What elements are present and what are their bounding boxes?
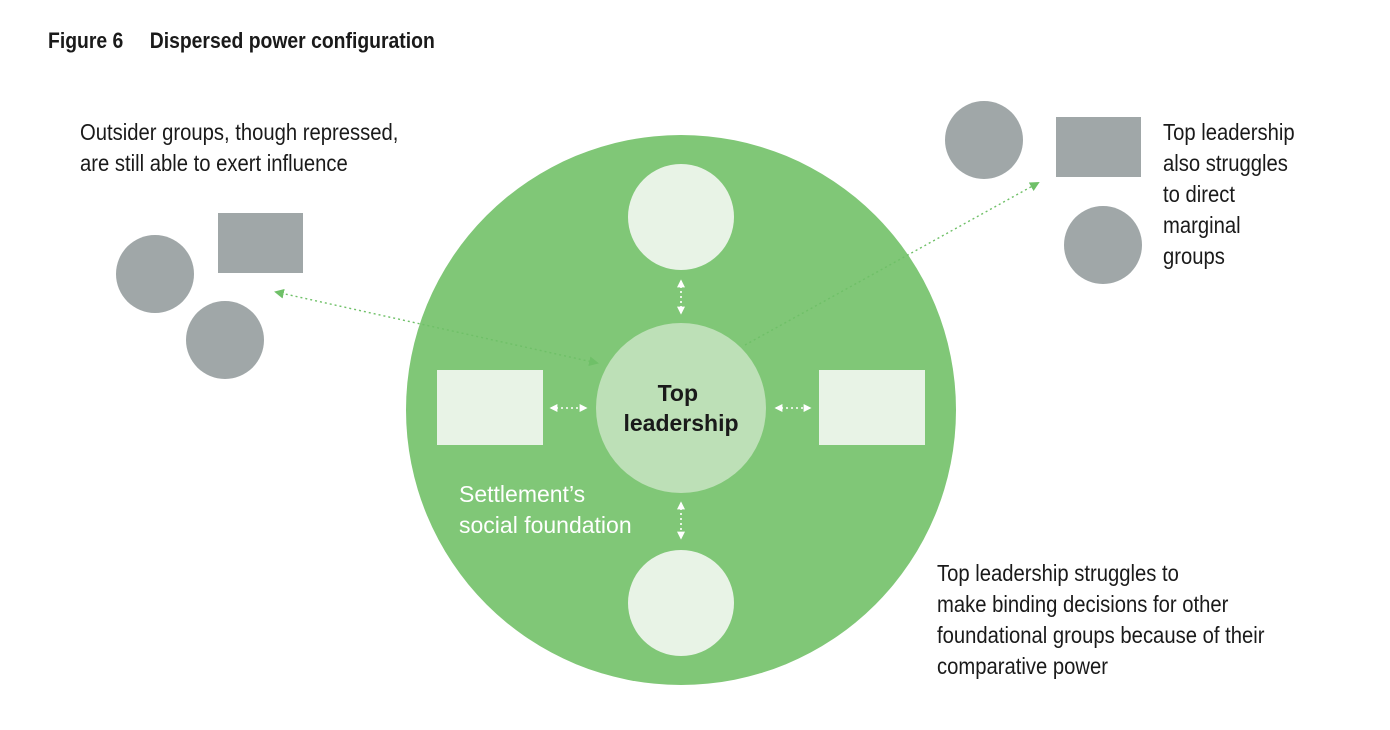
top-leadership-label-line-1: Top [658, 380, 698, 406]
top-leadership-label: Top leadership [623, 380, 738, 436]
figure-number: Figure 6 [48, 28, 124, 53]
marginal-groups-note: Top leadership also struggles to direct … [1163, 117, 1295, 272]
outsider-groups-note-line-2: are still able to exert influence [80, 150, 348, 176]
marginal-group-circle-lower [1064, 206, 1142, 284]
foundational-group-right [819, 370, 925, 445]
binding-decisions-note-line-3: foundational groups because of their [937, 622, 1265, 648]
settlement-label: Settlement’s social foundation [459, 481, 632, 538]
outsider-groups-note: Outsider groups, though repressed, are s… [80, 117, 398, 179]
marginal-groups-note-line-3: to direct [1163, 181, 1236, 207]
figure-caption: Dispersed power configuration [149, 28, 435, 53]
binding-decisions-note: Top leadership struggles to make binding… [937, 558, 1264, 682]
foundational-group-bottom [628, 550, 734, 656]
settlement-label-line-1: Settlement’s [459, 481, 585, 507]
outsider-group-circle-lower [186, 301, 264, 379]
figure-title: Figure 6 Dispersed power configuration [48, 28, 435, 54]
outsider-group-circle-upper [116, 235, 194, 313]
marginal-group-circle-upper [945, 101, 1023, 179]
outsider-groups-note-line-1: Outsider groups, though repressed, [80, 119, 399, 145]
marginal-groups-note-line-2: also struggles [1163, 150, 1288, 176]
top-leadership-label-line-2: leadership [623, 410, 738, 436]
marginal-groups-note-line-5: groups [1163, 243, 1225, 269]
outsider-group-rectangle [218, 213, 303, 273]
top-leadership-circle [596, 323, 766, 493]
foundational-group-left [437, 370, 543, 445]
connector-leadership-to-marginal [744, 182, 1040, 346]
binding-decisions-note-line-2: make binding decisions for other [937, 591, 1229, 617]
binding-decisions-note-line-1: Top leadership struggles to [937, 560, 1179, 586]
marginal-group-rectangle [1056, 117, 1141, 177]
marginal-groups-note-line-1: Top leadership [1163, 119, 1295, 145]
marginal-groups-note-line-4: marginal [1163, 212, 1241, 238]
foundational-group-top [628, 164, 734, 270]
binding-decisions-note-line-4: comparative power [937, 653, 1108, 679]
settlement-label-line-2: social foundation [459, 512, 632, 538]
